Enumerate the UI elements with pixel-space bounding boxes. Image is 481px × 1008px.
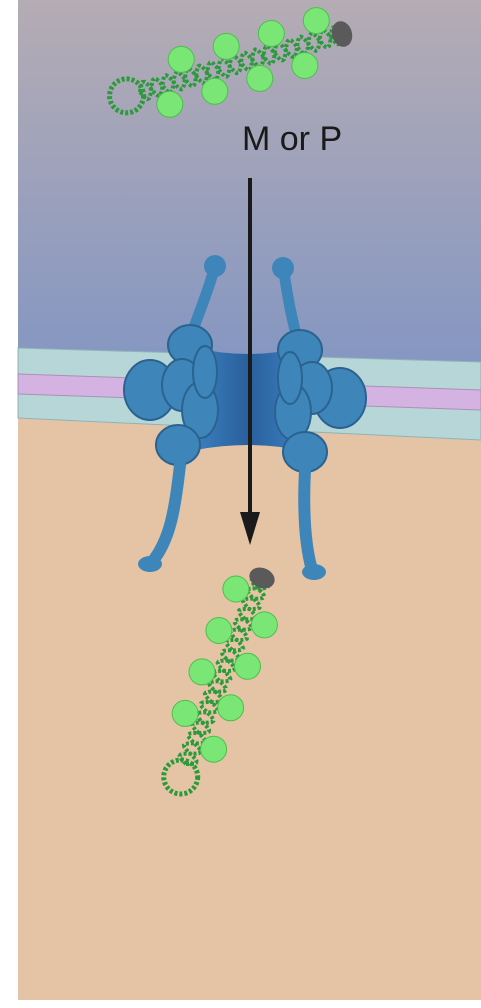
nucleosome bbox=[189, 659, 215, 685]
nucleosome bbox=[251, 612, 277, 638]
nucleosome bbox=[223, 576, 249, 602]
nucleosome bbox=[201, 736, 227, 762]
nucleosome bbox=[235, 653, 261, 679]
transport-label: M or P bbox=[242, 120, 342, 158]
nucleosome bbox=[247, 65, 273, 91]
nucleosome bbox=[206, 618, 232, 644]
nucleosome bbox=[213, 33, 239, 59]
nucleosome bbox=[218, 695, 244, 721]
nucleosome bbox=[258, 21, 284, 47]
nucleosome bbox=[168, 46, 194, 72]
nucleosome bbox=[157, 91, 183, 117]
nucleosome bbox=[292, 53, 318, 79]
nucleosome bbox=[172, 700, 198, 726]
nucleosome bbox=[303, 8, 329, 34]
nucleosome bbox=[202, 78, 228, 104]
